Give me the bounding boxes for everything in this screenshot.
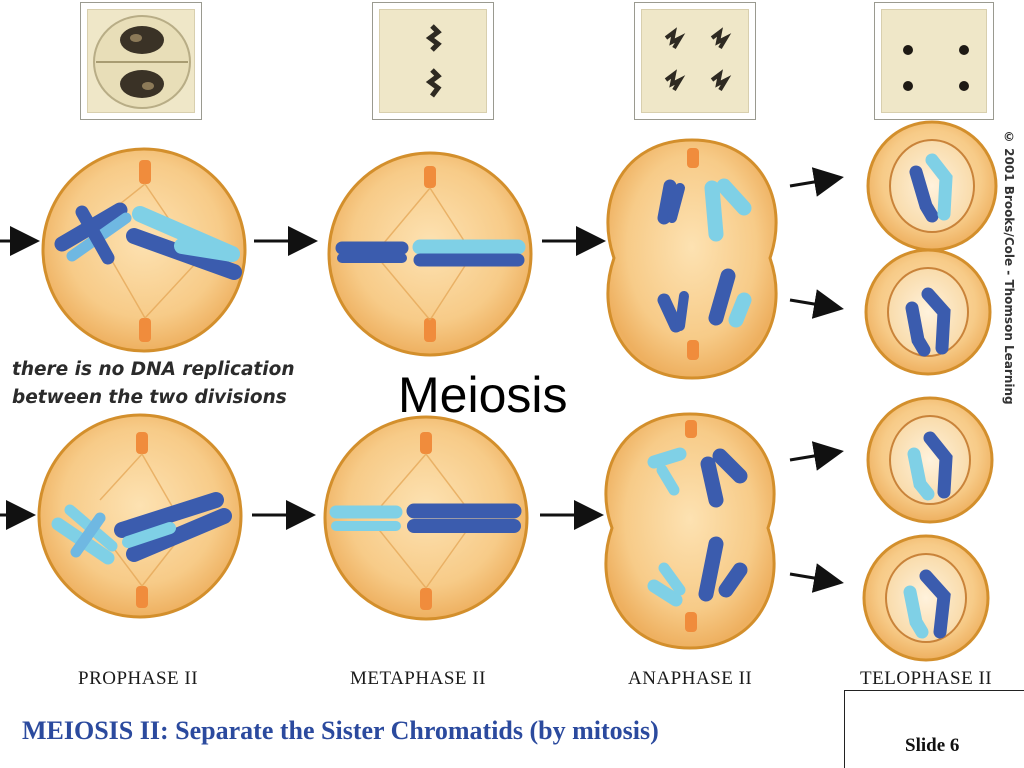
cell-metaphase-top [327,151,533,357]
slide-number-box: Slide 6 [844,690,1024,768]
cell-telophase-3 [866,396,994,524]
cell-anaphase-top [606,138,778,380]
label-prophase-ii: PROPHASE II [78,668,199,689]
arrow-anaphase-telophase-3 [789,441,844,471]
note-line-1: there is no DNA replication [12,359,295,380]
cell-telophase-4 [862,534,990,662]
cell-anaphase-bottom [604,412,776,650]
micrograph-prophase [80,2,202,120]
cell-metaphase-bottom [323,415,529,621]
cell-prophase-bottom [37,413,243,619]
arrow-anaphase-telophase-2 [789,289,844,319]
slide-number: Slide 6 [905,735,960,756]
cell-prophase-top [41,147,247,353]
micrograph-metaphase [372,2,494,120]
copyright-credit: © 2001 Brooks/Cole - Thomson Learning [1002,130,1016,405]
arrows [0,167,844,593]
cell-telophase-2 [864,248,992,376]
micrograph-telophase [874,2,994,120]
label-telophase-ii: TELOPHASE II [860,668,993,689]
arrow-anaphase-telophase-4 [789,563,844,593]
no-replication-note: there is no DNA replication between the … [12,356,295,412]
cell-telophase-1 [866,120,998,252]
slide-title: Meiosis [398,367,568,423]
micrograph-anaphase [634,2,756,120]
label-anaphase-ii: ANAPHASE II [628,668,753,689]
arrow-anaphase-telophase-1 [789,167,844,197]
note-line-2: between the two divisions [12,387,287,408]
label-metaphase-ii: METAPHASE II [350,668,486,689]
meiosis-ii-caption: MEIOSIS II: Separate the Sister Chromati… [22,716,659,745]
